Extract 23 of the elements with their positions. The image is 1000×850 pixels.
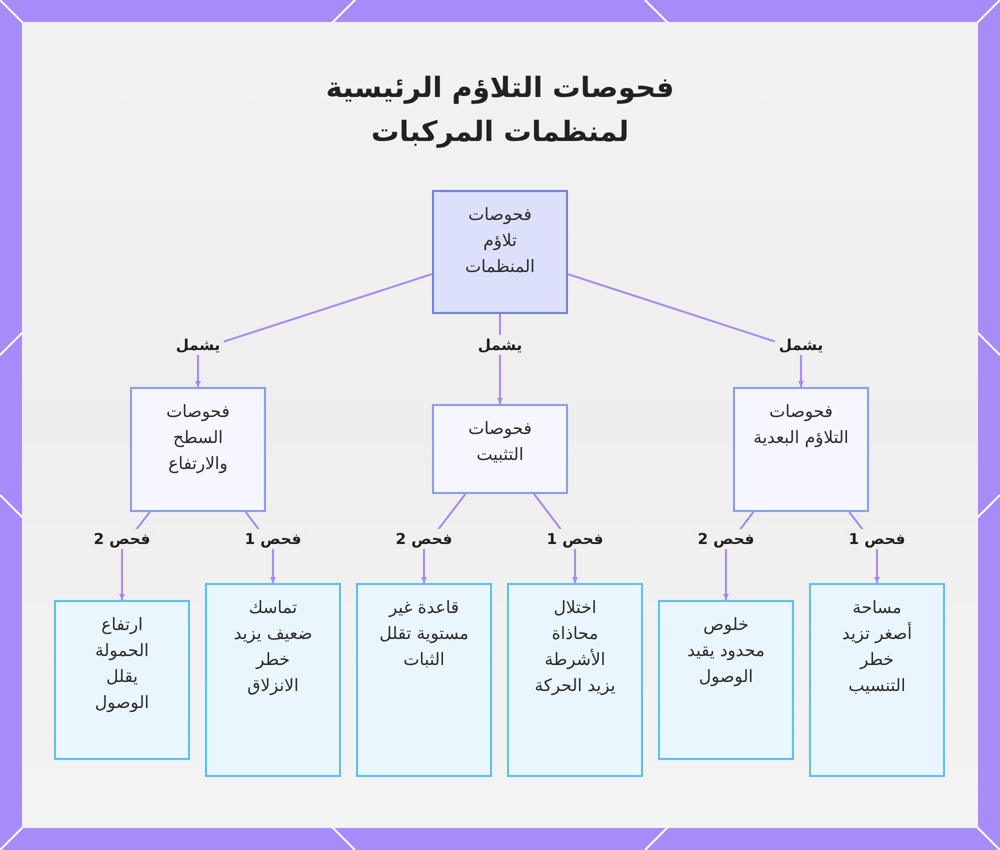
node-text: قاعدة غير مستوية تقلل الثبات <box>379 597 469 672</box>
node-text: اختلال محاذاة الأشرطة يزيد الحركة <box>534 597 616 698</box>
connector-arrow <box>568 273 804 387</box>
node-text: ارتفاع الحمولة يقلل الوصول <box>94 614 150 715</box>
outcome-box <box>54 600 190 760</box>
outcome-box <box>205 583 341 777</box>
outcome-box <box>507 583 643 777</box>
node-text: تماسك ضعيف يزيد خطر الانزلاق <box>232 597 314 698</box>
node-text: فحوصات السطح والارتفاع <box>165 401 231 476</box>
category-box <box>130 387 266 512</box>
node-text: خلوص محدود يقيد الوصول <box>686 614 766 689</box>
node-text: فحوصات تلاؤم المنظمات <box>464 204 536 279</box>
diagram-title: فحوصات التلاؤم الرئيسية لمنظمات المركبات <box>324 70 676 150</box>
connector-arrow <box>195 273 432 387</box>
category-box <box>733 387 869 512</box>
node-text: فحوصات التلاؤم البعدية <box>752 401 850 450</box>
root-box <box>432 190 568 314</box>
category-box <box>432 404 568 494</box>
outcome-box <box>356 583 492 777</box>
outcome-box <box>658 600 794 760</box>
outcome-box <box>809 583 945 777</box>
node-text: فحوصات التثبيت <box>467 418 533 467</box>
node-text: مساحة أصغر تزيد خطر التنسيب <box>841 597 913 698</box>
